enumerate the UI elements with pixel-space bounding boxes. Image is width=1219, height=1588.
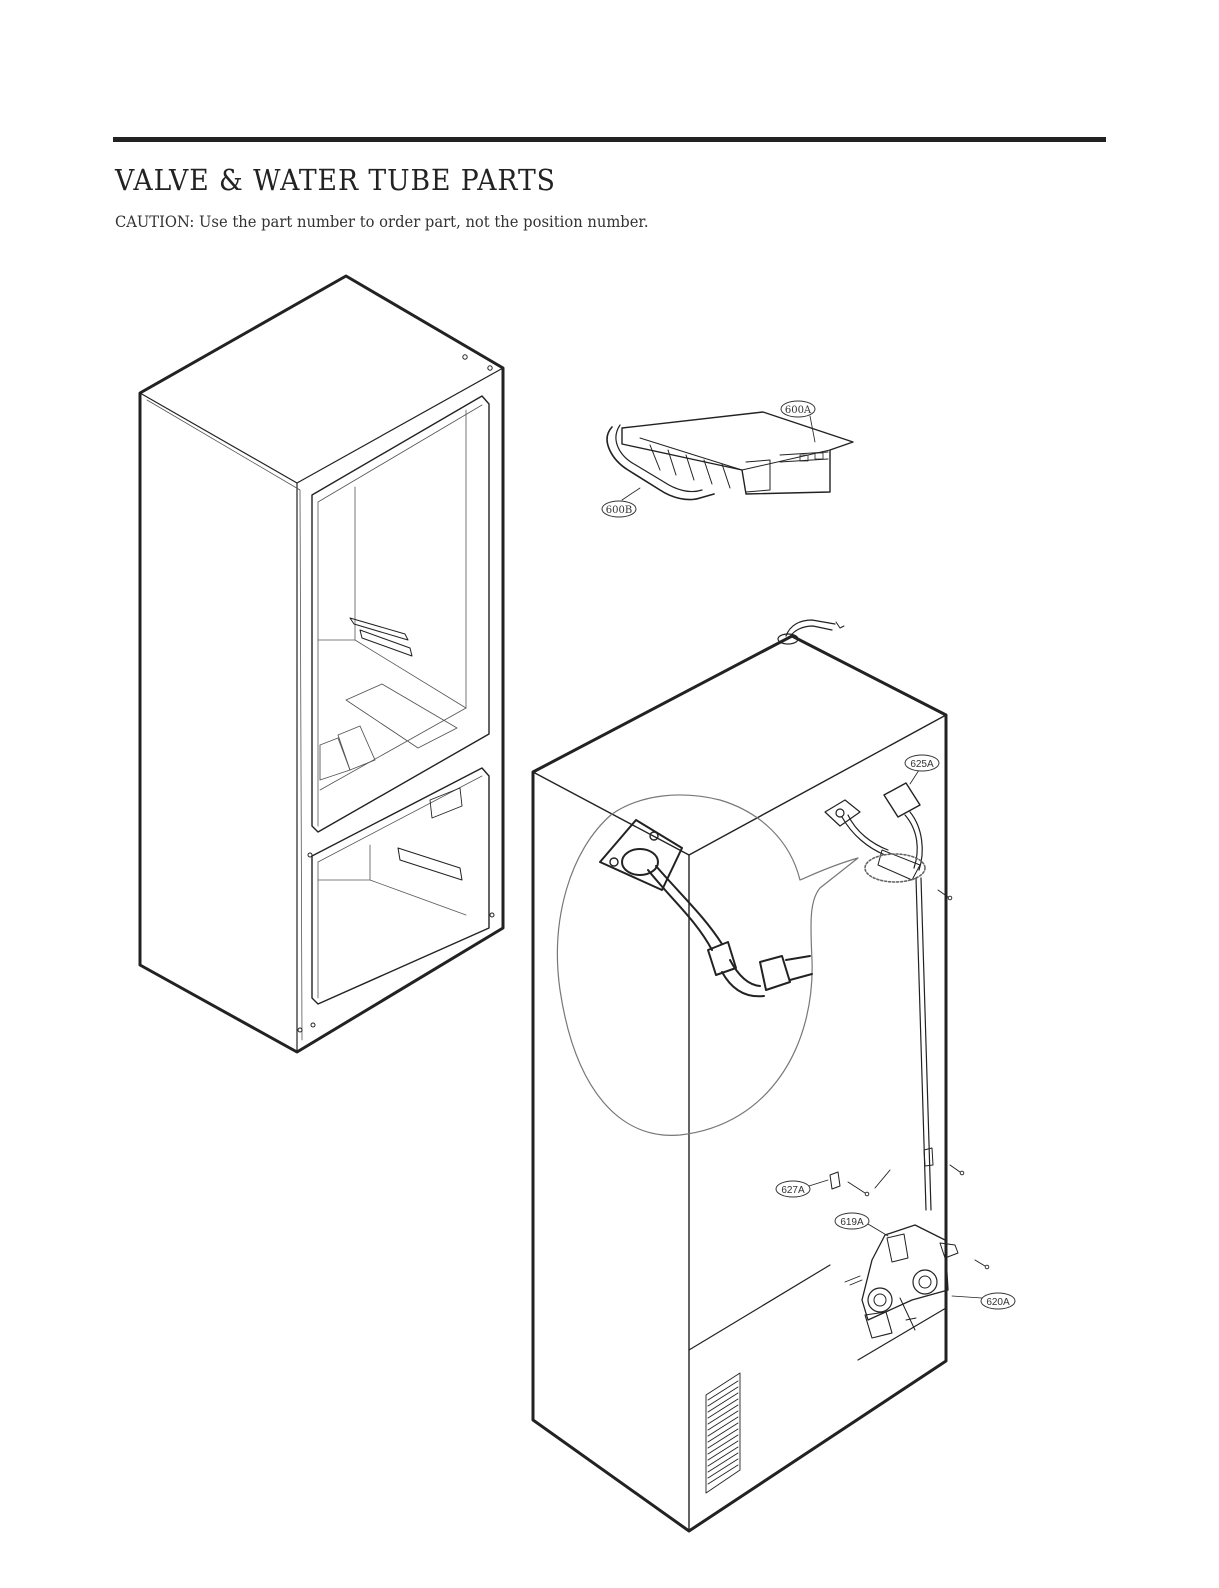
callout-625A-label: 625A — [910, 759, 934, 770]
callout-600B: 600B — [601, 500, 637, 518]
callout-627A-label: 627A — [781, 1185, 805, 1196]
callout-627A: 627A — [775, 1180, 811, 1198]
caution-note: CAUTION: Use the part number to order pa… — [115, 212, 649, 231]
callout-600B-label: 600B — [606, 505, 632, 516]
ice-maker-assembly — [606, 411, 854, 501]
callout-600A-label: 600A — [785, 405, 812, 416]
callout-619A-label: 619A — [840, 1217, 864, 1228]
callout-620A-label: 620A — [986, 1297, 1010, 1308]
refrigerator-cabinet-front — [138, 274, 505, 1054]
callout-619A: 619A — [834, 1212, 870, 1230]
refrigerator-cabinet-rear — [531, 619, 990, 1533]
page-title: VALVE & WATER TUBE PARTS — [115, 163, 556, 197]
callout-600A: 600A — [780, 400, 816, 418]
header-rule — [113, 137, 1106, 142]
detail-zoom-bubble — [556, 794, 859, 1136]
callout-620A: 620A — [980, 1292, 1016, 1310]
callout-625A: 625A — [904, 754, 940, 772]
